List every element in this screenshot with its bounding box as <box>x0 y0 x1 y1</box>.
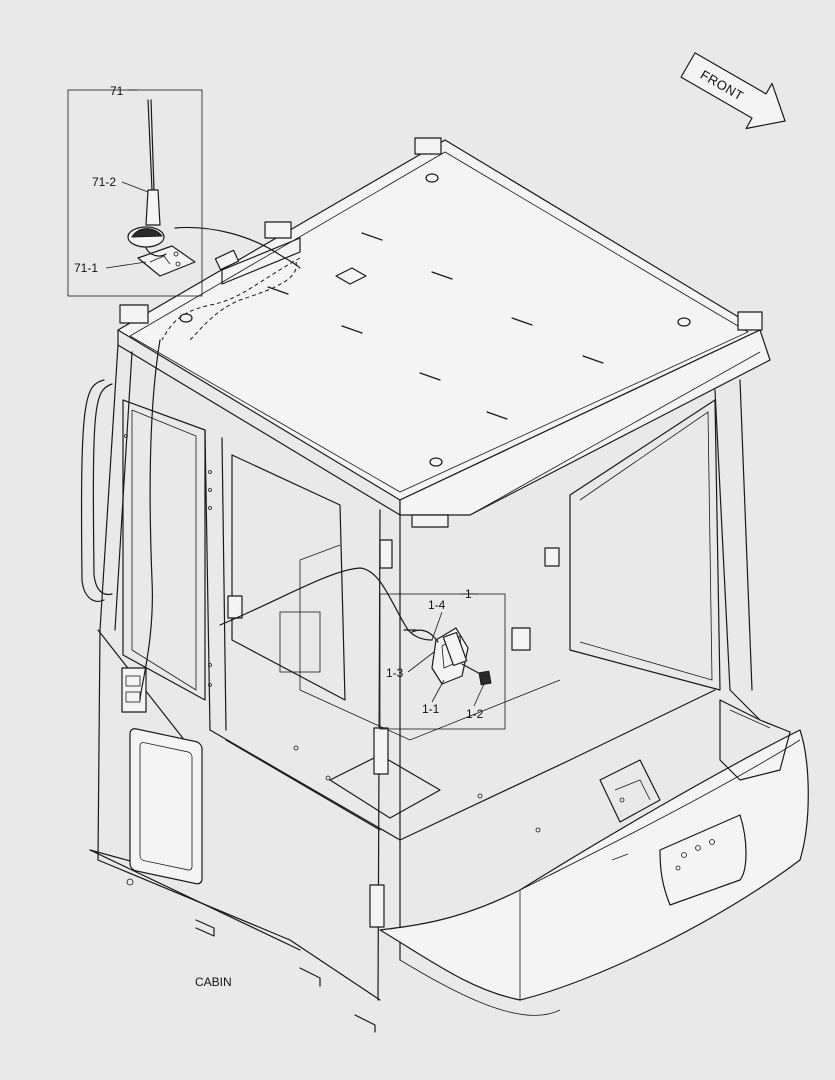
antenna <box>127 99 165 248</box>
antenna-group-label: 71 <box>110 84 124 98</box>
module-unit-label: 1-1 <box>422 702 440 716</box>
front-direction-arrow: FRONT <box>680 52 786 130</box>
module-callout-box <box>379 593 506 730</box>
wiring-harness <box>139 226 433 701</box>
antenna-base-label: 71-1 <box>74 261 98 275</box>
module-plug-label: 1-2 <box>466 707 484 721</box>
cabin-label: CABIN <box>195 975 232 989</box>
module-bracket-label: 1-3 <box>386 666 404 680</box>
antenna-base <box>137 245 196 277</box>
module-plug <box>461 663 492 686</box>
antenna-base-leader <box>105 261 147 269</box>
antenna-label: 71-2 <box>92 175 116 189</box>
antenna-callout: 71 71-2 71-1 <box>67 84 203 297</box>
module-callout: 1 1-4 1-3 1-1 1-2 <box>379 587 506 730</box>
cabin-frame <box>80 344 761 1033</box>
module-connector-label: 1-4 <box>428 598 446 612</box>
module-unit <box>403 627 469 685</box>
front-bumper <box>379 699 809 1016</box>
cabin-roof <box>117 137 771 528</box>
module-group-label: 1 <box>465 587 472 601</box>
antenna-leader <box>121 181 149 193</box>
